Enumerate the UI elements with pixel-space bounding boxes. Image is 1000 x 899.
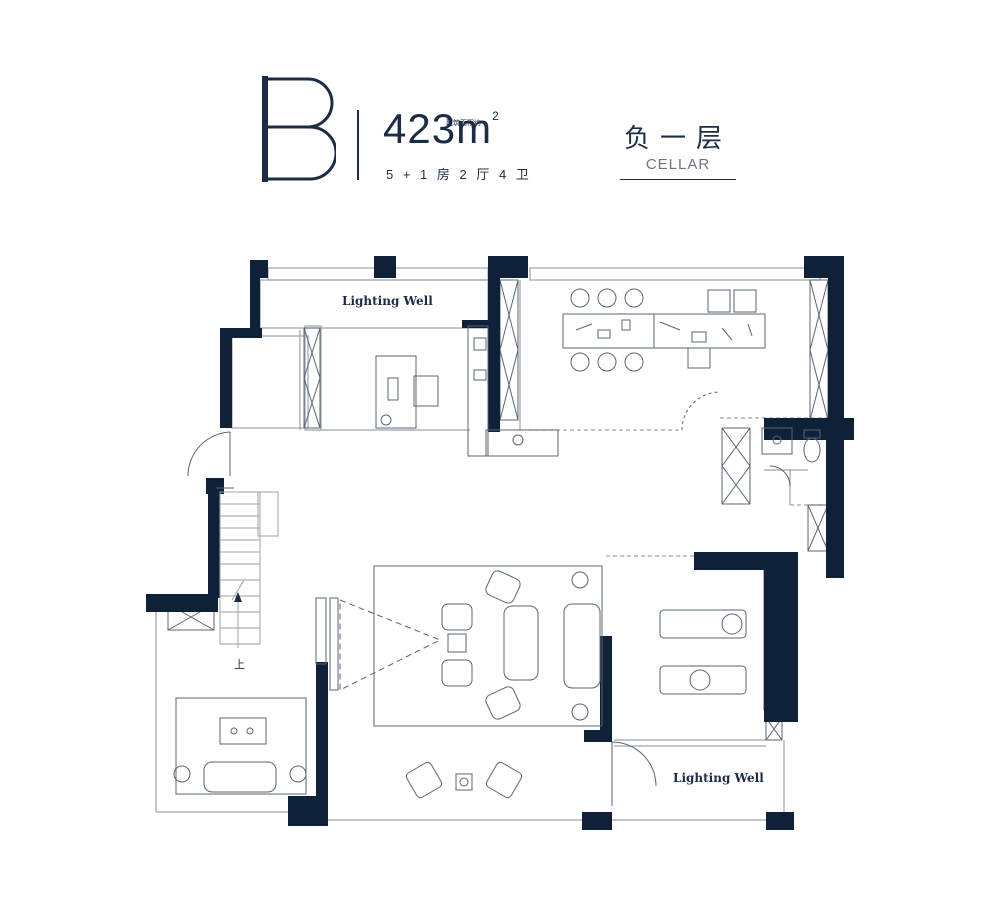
bedroom-beds	[659, 609, 747, 695]
area-unit: m	[456, 105, 493, 152]
kitchen-fixtures	[375, 325, 559, 457]
stair-up-label: 上	[234, 659, 245, 671]
plan-header: B 423m2 建筑面积约 5 + 1 房 2 厅 4 卫 负一层 CELLAR	[0, 0, 1000, 200]
lighting-well-label-bottom: Lighting Well	[673, 771, 764, 785]
doors	[187, 391, 791, 806]
floor-title-cn: 负一层	[623, 124, 732, 154]
living-room-furniture	[315, 565, 603, 727]
room-count: 5 + 1 房 2 厅 4 卫	[386, 167, 532, 182]
area-value: 423m2	[383, 108, 500, 150]
bathroom-fixtures	[761, 427, 821, 463]
area-sup: 2	[492, 109, 500, 123]
floor-underline	[620, 179, 736, 180]
header-divider	[357, 110, 359, 180]
area-number: 423	[383, 105, 457, 152]
type-letter-glyph	[262, 76, 336, 182]
family-room-furniture	[173, 697, 523, 799]
thick-walls	[146, 256, 854, 830]
area-note: 建筑面积约	[446, 120, 481, 127]
lighting-well-label-top: Lighting Well	[342, 294, 433, 308]
dining-table	[562, 288, 766, 372]
floor-title-en: CELLAR	[645, 156, 711, 173]
staircase	[219, 491, 279, 648]
